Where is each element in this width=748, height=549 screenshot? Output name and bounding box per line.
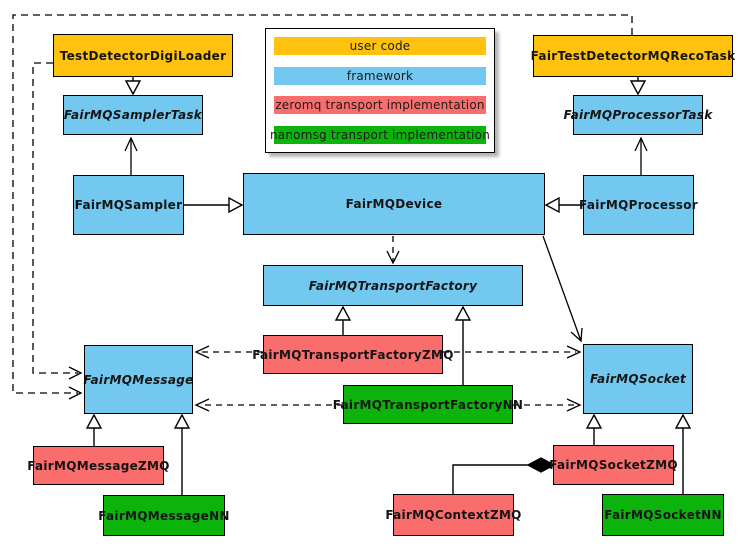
node-fairmqmessage: FairMQMessage <box>83 345 194 414</box>
legend-item-framework: framework <box>274 66 486 85</box>
node-label: FairMQSocketZMQ <box>549 458 678 472</box>
node-fairmqsocket: FairMQSocket <box>583 344 693 414</box>
edge-tfnn-tf-inheritance <box>454 305 472 385</box>
node-label: FairMQSampler <box>74 198 183 212</box>
edge-tfnn-message <box>194 398 343 412</box>
legend-item-user-code: user code <box>274 37 486 55</box>
edge-digiloader-samplertask-inheritance <box>124 77 142 96</box>
node-fairmqmessagenn: FairMQMessageNN <box>98 495 229 536</box>
node-fairmqdevice: FairMQDevice <box>243 173 545 235</box>
node-label: FairMQTransportFactoryZMQ <box>252 347 454 362</box>
node-label: FairMQSamplerTask <box>63 108 203 122</box>
legend-item-nanomsg: nanomsg transport implementation <box>269 125 491 144</box>
node-label: FairMQSocketNN <box>604 508 722 522</box>
edge-socketnn-socket-inheritance <box>674 413 692 494</box>
edge-sampler-device-inheritance <box>184 196 244 214</box>
edge-recotask-to-message <box>12 14 633 400</box>
node-label: FairMQDevice <box>345 197 443 211</box>
edge-tfzmq-tf-inheritance <box>334 305 352 335</box>
node-fairmqcontextzmq: FairMQContextZMQ <box>385 494 521 536</box>
edge-digiloader-to-message <box>32 62 83 380</box>
node-label: FairMQTransportFactoryNN <box>332 397 524 412</box>
node-label: FairMQTransportFactory <box>308 278 478 293</box>
node-label: TestDetectorDigiLoader <box>59 48 227 63</box>
edge-tfzmq-message <box>194 345 263 359</box>
node-label: FairMQProcessor <box>579 198 698 212</box>
node-fairmqsocketnn: FairMQSocketNN <box>602 494 724 536</box>
node-fairmqprocessor: FairMQProcessor <box>579 175 698 235</box>
node-label: FairTestDetectorMQRecoTask <box>530 49 736 63</box>
legend-item-zeromq: zeromq transport implementation <box>274 96 486 115</box>
node-fairtestdetectormqrecotask: FairTestDetectorMQRecoTask <box>530 35 736 77</box>
edge-socketzmq-socket-inheritance <box>585 413 603 445</box>
edge-messagenn-message-inheritance <box>173 413 191 495</box>
edge-processor-processortask <box>634 136 648 175</box>
edge-device-transportfactory <box>386 236 400 265</box>
node-fairmqtransportfactory: FairMQTransportFactory <box>263 265 523 306</box>
edge-recotask-processortask-inheritance <box>629 77 647 96</box>
node-fairmqmessagezmq: FairMQMessageZMQ <box>27 446 170 485</box>
edge-sampler-samplertask <box>124 136 138 175</box>
node-label: FairMQProcessorTask <box>563 108 713 122</box>
edge-tfzmq-socket <box>443 345 582 359</box>
node-label: FairMQMessageZMQ <box>27 458 170 473</box>
node-label: FairMQMessageNN <box>98 508 230 523</box>
node-fairmqsampler: FairMQSampler <box>73 175 184 235</box>
node-fairmqtransportfactorynn: FairMQTransportFactoryNN <box>333 385 523 424</box>
node-fairmqprocessortask: FairMQProcessorTask <box>563 95 712 135</box>
node-testdetectordigiloader: TestDetectorDigiLoader <box>53 34 233 77</box>
node-label: FairMQSocket <box>589 372 687 386</box>
node-fairmqsocketzmq: FairMQSocketZMQ <box>549 445 678 485</box>
node-fairmqtransportfactoryzmq: FairMQTransportFactoryZMQ <box>252 335 453 374</box>
edge-tfnn-socket <box>513 398 582 412</box>
node-label: FairMQMessage <box>83 372 194 387</box>
edge-contextzmq-socketzmq-composition <box>452 457 556 494</box>
edge-device-socket <box>542 235 583 343</box>
node-fairmqsamplertask: FairMQSamplerTask <box>63 95 203 135</box>
legend: user code framework zeromq transport imp… <box>265 28 495 153</box>
edge-messagezmq-message-inheritance <box>85 413 103 446</box>
node-label: FairMQContextZMQ <box>385 508 522 522</box>
edge-processor-device-inheritance <box>544 196 583 214</box>
